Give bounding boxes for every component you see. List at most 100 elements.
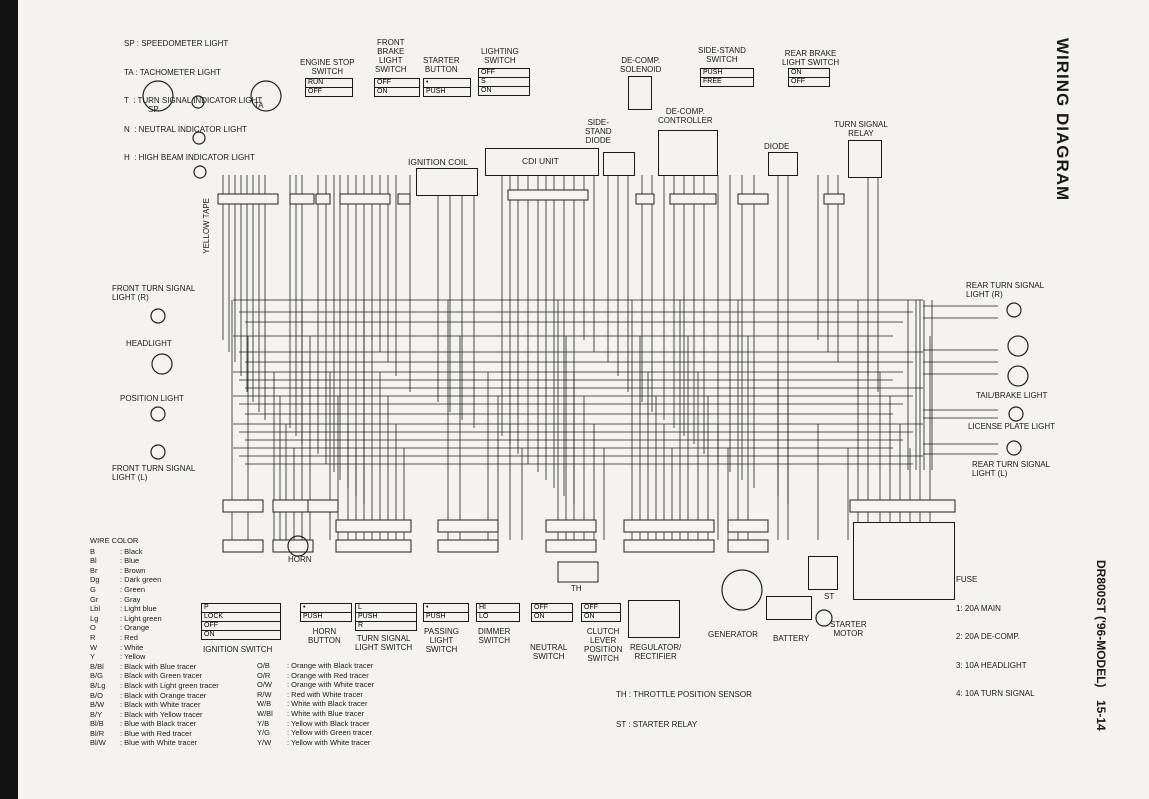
starter-dot: • (424, 79, 470, 88)
connector-housing (437, 519, 499, 533)
connector-housing (222, 499, 264, 513)
front-brake-light-switch[interactable]: OFF ON (374, 78, 420, 97)
wire-meaning: : Black with Orange tracer (120, 690, 207, 700)
turn-l: L (356, 604, 416, 613)
wire-color-title: WIRE COLOR (90, 536, 139, 545)
dimmer-lo: LO (479, 613, 489, 620)
wire-code: Bl (90, 556, 97, 566)
neutral-on: ON (534, 613, 545, 620)
neutral-switch[interactable]: OFF ON (531, 603, 573, 622)
rear-turn-signal-r-label: REAR TURN SIGNAL LIGHT (R) (966, 281, 1045, 299)
page-number: 15-14 (1094, 700, 1108, 731)
wire-meaning: : White (120, 642, 144, 652)
horn-button-switch[interactable]: • PUSH (300, 603, 352, 622)
ignition-coil-box (416, 168, 478, 196)
wire-code: Y (90, 652, 96, 662)
wiring-lines (142, 80, 1029, 627)
rear-brake-light-switch[interactable]: ON OFF (788, 68, 830, 87)
connector-housing (823, 193, 845, 205)
ignition-switch-label: IGNITION SWITCH (203, 645, 273, 654)
indicator-key-h: H : HIGH BEAM INDICATOR LIGHT (124, 153, 255, 162)
horn-push: PUSH (303, 613, 323, 620)
fuse-item-2: 2: 20A DE-COMP. (956, 632, 1020, 641)
wire-code: O (90, 623, 96, 633)
wire-color-row: Gr: Gray (90, 595, 219, 605)
wire-color-row: O/W: Orange with White tracer (257, 680, 374, 690)
wire-meaning: : Black with White tracer (120, 700, 201, 710)
ignition-on: ON (204, 631, 215, 638)
dimmer-switch[interactable]: HI LO (476, 603, 520, 622)
cdi-unit-label: CDI UNIT (522, 156, 559, 166)
lighting-on: ON (481, 87, 492, 94)
wire-meaning: : Blue with White tracer (120, 738, 198, 748)
rear-brake-on: ON (789, 69, 829, 78)
front-turn-signal-r-label: FRONT TURN SIGNAL LIGHT (R) (112, 284, 196, 302)
side-stand-diode-label: SIDE- STAND DIODE (585, 118, 612, 145)
wire-code: R (90, 632, 96, 642)
fuse-item-1: 1: 20A MAIN (956, 603, 1001, 613)
wire-code: B/O (90, 690, 103, 700)
wire-color-row: Y/W: Yellow with White tracer (257, 738, 374, 748)
wire-meaning: : Orange with Black tracer (287, 661, 374, 670)
turn-signal-light-switch[interactable]: L PUSH R (355, 603, 417, 631)
wire-color-row: Bl/R: Blue with Red tracer (90, 729, 219, 739)
wire-meaning: : Blue with Black tracer (120, 719, 197, 729)
horn-dot: • (301, 604, 351, 613)
wire-color-row: Dg: Dark green (90, 575, 219, 585)
lighting-switch[interactable]: OFF S ON (478, 68, 530, 96)
wire-meaning: : Brown (120, 565, 146, 575)
wire-code: W/B (257, 699, 272, 709)
turn-signal-relay-box (848, 140, 882, 178)
indicator-key-sp: SP : SPEEDOMETER LIGHT (124, 39, 229, 48)
wire-meaning: : Black with Blue tracer (120, 661, 197, 671)
ignition-coil-label: IGNITION COIL (408, 157, 468, 167)
starter-relay-box (808, 556, 838, 590)
ignition-p: P (202, 604, 280, 613)
starter-push: PUSH (426, 88, 446, 95)
decomp-controller-label: DE-COMP. CONTROLLER (658, 107, 713, 125)
wire-meaning: : Red (120, 632, 138, 642)
connector-housing (339, 193, 391, 205)
st-label: ST (824, 592, 835, 601)
wire-code: Y/B (257, 718, 270, 728)
connector-housing (272, 539, 314, 553)
ignition-switch[interactable]: P LOCK OFF ON (201, 603, 281, 640)
wire-meaning: : Black with Green tracer (120, 671, 203, 681)
tachometer-gauge (250, 80, 282, 112)
wire-color-row: Y/B : Yellow with Black tracer (257, 719, 374, 729)
wire-code: Bl/W (90, 738, 106, 748)
lighting-s: S (479, 78, 529, 87)
side-stand-free: FREE (703, 78, 722, 85)
wire-code: B/G (90, 671, 103, 681)
starter-button-switch[interactable]: • PUSH (423, 78, 471, 97)
connector-housing (849, 499, 956, 513)
passing-light-switch[interactable]: • PUSH (423, 603, 469, 622)
connector-housing (545, 539, 597, 553)
wire-code: Br (90, 565, 98, 575)
engine-stop-switch[interactable]: RUN OFF (305, 78, 353, 97)
diode-label: DIODE (764, 142, 790, 151)
position-light-label: POSITION LIGHT (120, 394, 185, 403)
wire-meaning: : Black with Light green tracer (120, 680, 219, 690)
wire-meaning: : Yellow with Black tracer (287, 718, 370, 728)
wire-color-row: O: Orange (90, 623, 219, 633)
regulator-rectifier-box (628, 600, 680, 638)
regulator-rectifier-label: REGULATOR/ RECTIFIER (630, 643, 682, 661)
connector-housing (623, 539, 715, 553)
wire-color-row: W/Bl: White with Blue tracer (257, 709, 374, 719)
engine-stop-off: OFF (308, 88, 322, 95)
side-stand-switch[interactable]: PUSH FREE (700, 68, 754, 87)
indicator-key-n: N : NEUTRAL INDICATOR LIGHT (124, 124, 247, 134)
wire-color-row: B/G : Black with Green tracer (90, 671, 219, 681)
wire-meaning: : Yellow with Green tracer (287, 728, 373, 738)
clutch-lever-position-switch[interactable]: OFF ON (581, 603, 621, 622)
wire-meaning: : Black with Yellow tracer (120, 709, 203, 719)
starter-motor-symbol (815, 609, 833, 627)
engine-stop-switch-label: ENGINE STOP SWITCH (300, 58, 355, 76)
indicator-key-t: T : TURN SIGNAL INDICATOR LIGHT (124, 96, 263, 105)
wire-meaning: : Gray (120, 594, 141, 604)
tail-lamp-lower (1007, 365, 1029, 387)
wire-meaning: : Red with White tracer (287, 689, 363, 699)
front-brake-light-switch-label: FRONT BRAKE LIGHT SWITCH (375, 38, 407, 74)
wire-color-row: W: White (90, 643, 219, 653)
